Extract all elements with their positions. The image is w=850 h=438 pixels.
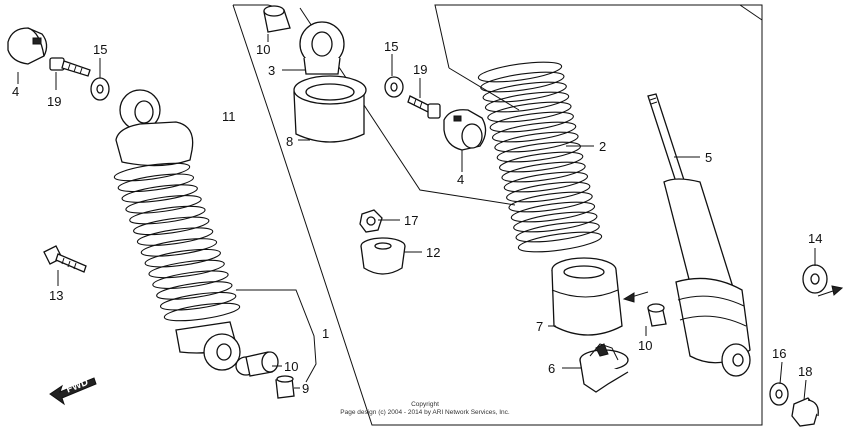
spring-coil xyxy=(133,216,210,236)
spring-coil xyxy=(503,171,589,193)
callout-13: 13 xyxy=(49,288,63,303)
spring-coil xyxy=(159,291,237,311)
callout-10-right: 10 xyxy=(638,338,652,353)
spring-coil xyxy=(491,121,577,143)
collar-part-9 xyxy=(275,375,295,399)
spring-coil xyxy=(489,111,574,133)
callout-7: 7 xyxy=(536,319,543,334)
spring-seat-part-8 xyxy=(293,75,367,143)
spring-coil xyxy=(484,91,570,113)
copyright-line-1: Copyright xyxy=(411,401,439,408)
spring-coil xyxy=(136,227,214,246)
callout-11: 11 xyxy=(222,109,236,124)
assembly-outline xyxy=(232,4,763,426)
callout-15-center: 15 xyxy=(384,39,398,54)
cap-part-4-left xyxy=(7,27,48,65)
bushing-part-10-right xyxy=(647,303,667,327)
spring-coil xyxy=(510,201,596,223)
spring-coil xyxy=(513,211,598,233)
spring-coil xyxy=(113,162,191,182)
spring-coil xyxy=(487,101,572,123)
spring-coil xyxy=(163,302,241,322)
damper-part-5 xyxy=(647,93,751,377)
spring-coil xyxy=(117,173,195,193)
direction-arrow-right xyxy=(817,285,844,297)
bushing-part-10-lower xyxy=(235,351,279,377)
spring-coil xyxy=(156,281,233,300)
spring-coil xyxy=(517,231,603,253)
callout-5: 5 xyxy=(705,150,712,165)
washer-part-15-center xyxy=(384,76,404,98)
fwd-arrow-icon xyxy=(49,377,97,406)
washer-part-15-left xyxy=(90,77,110,101)
callout-10-lower: 10 xyxy=(284,359,298,374)
callout-14: 14 xyxy=(808,231,822,246)
cap-nut-part-18 xyxy=(791,397,819,427)
spring-coil xyxy=(144,248,221,268)
adjuster-part-6 xyxy=(579,343,629,393)
fwd-label: FWD xyxy=(65,377,90,396)
nut-part-17 xyxy=(359,209,383,233)
leader-lines xyxy=(17,34,816,401)
bolt-part-13 xyxy=(43,245,87,273)
spring-coil xyxy=(125,195,202,214)
spring-coil xyxy=(477,61,563,83)
callout-4-center: 4 xyxy=(457,172,464,187)
callout-6: 6 xyxy=(548,361,555,376)
callout-2: 2 xyxy=(599,139,606,154)
spring-coil xyxy=(129,205,206,225)
spring-coil xyxy=(482,81,567,103)
callout-15-left: 15 xyxy=(93,42,107,57)
bushing-part-10-top xyxy=(263,5,291,33)
direction-arrow-left xyxy=(622,291,649,303)
spring-coil xyxy=(515,221,600,243)
callout-19-center: 19 xyxy=(413,62,427,77)
copyright-line-2: Page design (c) 2004 - 2014 by ARI Netwo… xyxy=(340,409,510,416)
spring-coil xyxy=(499,151,584,173)
callout-18: 18 xyxy=(798,364,812,379)
callout-16: 16 xyxy=(772,346,786,361)
spring-part-2 xyxy=(477,61,603,253)
rubber-part-12 xyxy=(360,237,406,275)
callout-1: 1 xyxy=(322,326,329,341)
callout-3: 3 xyxy=(268,63,275,78)
callout-19-left: 19 xyxy=(47,94,61,109)
callout-17: 17 xyxy=(404,213,418,228)
callout-labels: 4 19 15 13 11 10 3 8 1 10 9 15 19 4 17 1… xyxy=(12,39,822,396)
spring-coil xyxy=(501,161,586,183)
spring-coil xyxy=(140,238,218,257)
washer-part-16 xyxy=(769,382,789,406)
spring-coil xyxy=(480,71,565,93)
spring-guide-part-7 xyxy=(551,257,623,336)
callout-4-left: 4 xyxy=(12,84,19,99)
callout-8: 8 xyxy=(286,134,293,149)
spring-coil xyxy=(121,184,198,203)
callout-9: 9 xyxy=(302,381,309,396)
spring-coil xyxy=(506,181,591,203)
bolt-part-19-left xyxy=(49,57,91,77)
shock-assembled-part-1 xyxy=(113,89,241,371)
callout-10-top: 10 xyxy=(256,42,270,57)
spring-coil xyxy=(148,259,225,279)
callout-12: 12 xyxy=(426,245,440,260)
callout-1-bracket xyxy=(236,289,317,383)
spring-coil xyxy=(152,270,229,289)
washer-part-14 xyxy=(802,264,828,294)
spring-coil xyxy=(508,191,593,213)
bolt-part-19-center xyxy=(407,95,441,119)
upper-joint-part-3 xyxy=(299,21,345,75)
cap-part-4-center xyxy=(443,109,487,151)
spring-coil xyxy=(494,131,579,153)
